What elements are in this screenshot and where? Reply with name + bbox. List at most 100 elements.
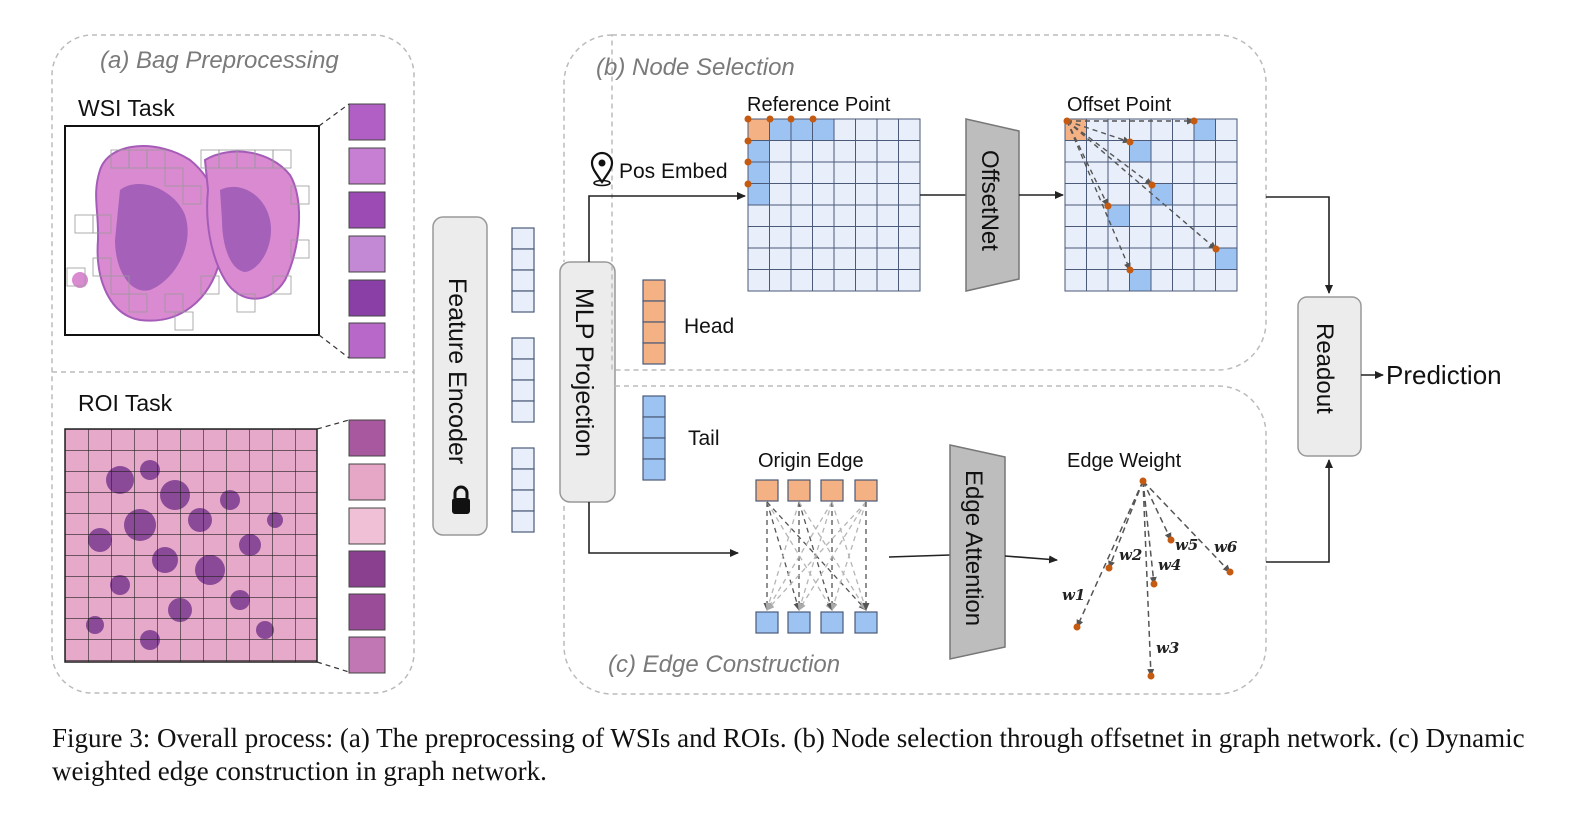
head-node	[820, 479, 844, 502]
grid-cell	[1193, 204, 1216, 227]
grid-cell	[1150, 247, 1173, 270]
grid-cell	[1193, 183, 1216, 206]
grid-cell	[769, 140, 792, 163]
weight-node	[1073, 623, 1081, 631]
roi-image	[64, 428, 318, 663]
grid-cell	[1086, 204, 1109, 227]
grid-cell	[790, 247, 813, 270]
grid-cell	[812, 269, 835, 292]
grid-cell	[898, 269, 921, 292]
grid-cell	[1064, 204, 1087, 227]
grid-cell	[1215, 247, 1238, 270]
grid-cell	[833, 247, 856, 270]
weight-label: w5	[1175, 536, 1198, 554]
offset-dot	[1190, 117, 1198, 125]
grid-cell	[1193, 269, 1216, 292]
tail-label: Tail	[688, 427, 720, 450]
offset-source-dot	[1063, 117, 1071, 125]
offset-dot	[1126, 138, 1134, 146]
grid-cell	[1150, 269, 1173, 292]
grid-cell	[1129, 269, 1152, 292]
node-to-readout-arrow	[1266, 196, 1333, 294]
tail-node	[820, 611, 844, 634]
origin-edge-line	[765, 501, 800, 611]
grid-cell	[747, 247, 770, 270]
figure-caption: Figure 3: Overall process: (a) The prepr…	[52, 723, 1525, 786]
grid-cell	[833, 204, 856, 227]
grid-cell	[876, 269, 899, 292]
weighted-edge	[1076, 480, 1144, 628]
grid-cell	[1172, 161, 1195, 184]
weighted-edge	[1142, 480, 1231, 573]
grid-cell	[855, 140, 878, 163]
origin-edge-line	[797, 501, 833, 611]
grid-cell	[1172, 269, 1195, 292]
pos-embed-arrow	[588, 192, 746, 262]
weighted-edge	[1142, 480, 1172, 541]
panel-c-border	[563, 385, 1267, 695]
head-label: Head	[684, 315, 734, 338]
reference-dot	[744, 137, 752, 145]
offset-point-label: Offset Point	[1067, 94, 1172, 116]
grid-cell	[747, 226, 770, 249]
grid-cell	[1215, 204, 1238, 227]
panel-b-border	[611, 34, 1267, 371]
grid-cell	[898, 140, 921, 163]
grid-cell	[1086, 247, 1109, 270]
grid-cell	[1193, 161, 1216, 184]
grid-cell	[1193, 247, 1216, 270]
weighted-edge	[1108, 480, 1144, 569]
grid-cell	[1064, 247, 1087, 270]
edge-input-arrow	[588, 502, 739, 557]
weight-label: w1	[1062, 586, 1085, 604]
head-node	[854, 479, 878, 502]
location-pin-icon	[590, 151, 614, 187]
feature-vectors	[511, 227, 535, 533]
grid-cell	[855, 118, 878, 141]
grid-cell	[1107, 247, 1130, 270]
grid-cell	[898, 204, 921, 227]
reference-dot	[744, 115, 752, 123]
grid-cell	[769, 161, 792, 184]
grid-cell	[812, 118, 835, 141]
grid-cell	[833, 161, 856, 184]
grid-cell	[833, 226, 856, 249]
panel-c-title: (c) Edge Construction	[608, 651, 840, 678]
grid-cell	[769, 183, 792, 206]
grid-cell	[769, 204, 792, 227]
readout-label: Readout	[1311, 323, 1338, 414]
panel-b-border-left	[563, 34, 613, 262]
wsi-task-label: WSI Task	[78, 95, 175, 121]
weight-node	[1167, 536, 1175, 544]
reference-dot	[809, 115, 817, 123]
readout-block: Readout	[1297, 296, 1362, 457]
grid-cell	[1107, 183, 1130, 206]
weight-label: w3	[1156, 639, 1179, 657]
edge-to-readout-arrow	[1266, 459, 1333, 563]
grid-cell	[1129, 161, 1152, 184]
grid-cell	[1150, 118, 1173, 141]
lock-icon	[452, 485, 470, 514]
grid-cell	[876, 247, 899, 270]
grid-cell	[1215, 140, 1238, 163]
grid-cell	[812, 183, 835, 206]
grid-cell	[855, 247, 878, 270]
grid-cell	[898, 118, 921, 141]
grid-cell	[790, 269, 813, 292]
grid-cell	[1064, 140, 1087, 163]
grid-cell	[833, 118, 856, 141]
grid-cell	[876, 140, 899, 163]
grid-cell	[876, 204, 899, 227]
grid-cell	[1064, 269, 1087, 292]
grid-cell	[1064, 161, 1087, 184]
head-node	[787, 479, 811, 502]
weighted-edge	[1142, 480, 1155, 677]
grid-cell	[747, 269, 770, 292]
grid-cell	[1064, 226, 1087, 249]
roi-patch-stack	[316, 419, 386, 674]
grid-cell	[1107, 204, 1130, 227]
head-vector	[642, 279, 666, 365]
edge-weight-label: Edge Weight	[1067, 450, 1182, 472]
grid-cell	[1172, 140, 1195, 163]
